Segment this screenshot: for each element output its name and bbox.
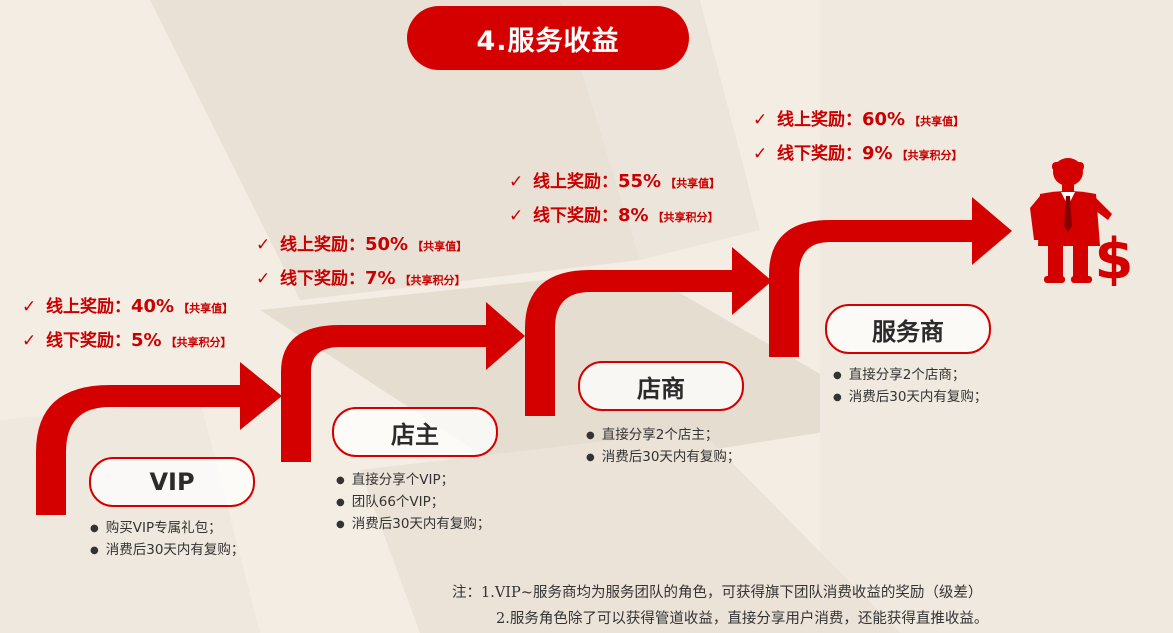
arrow-step-4: [769, 197, 1012, 357]
level-pill-vip: VIP: [89, 457, 255, 507]
list-item: 消费后30天内有复购；: [833, 387, 988, 409]
list-item: 购买VIP专属礼包；: [90, 518, 244, 540]
list-item: 直接分享个VIP；: [336, 470, 490, 492]
check-icon: ✓: [22, 331, 37, 351]
reward-block-shopkeeper: ✓线上奖励：50%【共享值】 ✓线下奖励：7%【共享积分】: [256, 229, 467, 297]
arrow-step-3: [525, 247, 772, 416]
requirements-shopkeeper: 直接分享个VIP； 团队66个VIP； 消费后30天内有复购；: [336, 470, 491, 536]
requirements-store-merchant: 直接分享2个店主； 消费后30天内有复购；: [586, 425, 741, 469]
check-icon: ✓: [753, 110, 768, 130]
list-item: 消费后30天内有复购；: [336, 514, 491, 536]
check-icon: ✓: [256, 235, 271, 255]
level-pill-shopkeeper: 店主: [332, 407, 498, 457]
list-item: 直接分享2个店商；: [833, 365, 987, 387]
reward-block-vip: ✓线上奖励：40%【共享值】 ✓线下奖励：5%【共享积分】: [22, 291, 233, 359]
requirements-service-provider: 直接分享2个店商； 消费后30天内有复购；: [833, 365, 988, 409]
list-item: 消费后30天内有复购；: [90, 540, 245, 562]
level-pill-service-provider: 服务商: [825, 304, 991, 354]
page-title: 4.服务收益: [407, 6, 689, 70]
footnote-1: 注：1.VIP~服务商均为服务团队的角色，可获得旗下团队消费收益的奖励（级差）: [452, 585, 983, 601]
reward-block-service-provider: ✓线上奖励：60%【共享值】 ✓线下奖励：9%【共享积分】: [753, 104, 964, 172]
check-icon: ✓: [753, 144, 768, 164]
footnotes: 注：1.VIP~服务商均为服务团队的角色，可获得旗下团队消费收益的奖励（级差） …: [452, 580, 988, 632]
level-pill-store-merchant: 店商: [578, 361, 744, 411]
reward-block-store-merchant: ✓线上奖励：55%【共享值】 ✓线下奖励：8%【共享积分】: [509, 166, 720, 234]
requirements-vip: 购买VIP专属礼包； 消费后30天内有复购；: [90, 518, 245, 562]
check-icon: ✓: [22, 297, 37, 317]
footnote-2: 2.服务角色除了可以获得管道收益，直接分享用户消费，还能获得直推收益。: [496, 611, 989, 627]
check-icon: ✓: [509, 206, 524, 226]
list-item: 直接分享2个店主；: [586, 425, 740, 447]
check-icon: ✓: [256, 269, 271, 289]
businessman-dollar-icon: $: [1030, 158, 1132, 286]
list-item: 团队66个VIP；: [336, 492, 490, 514]
svg-text:$: $: [1095, 227, 1132, 286]
arrow-step-1: [36, 362, 282, 515]
check-icon: ✓: [509, 172, 524, 192]
list-item: 消费后30天内有复购；: [586, 447, 741, 469]
arrow-step-2: [281, 302, 525, 462]
